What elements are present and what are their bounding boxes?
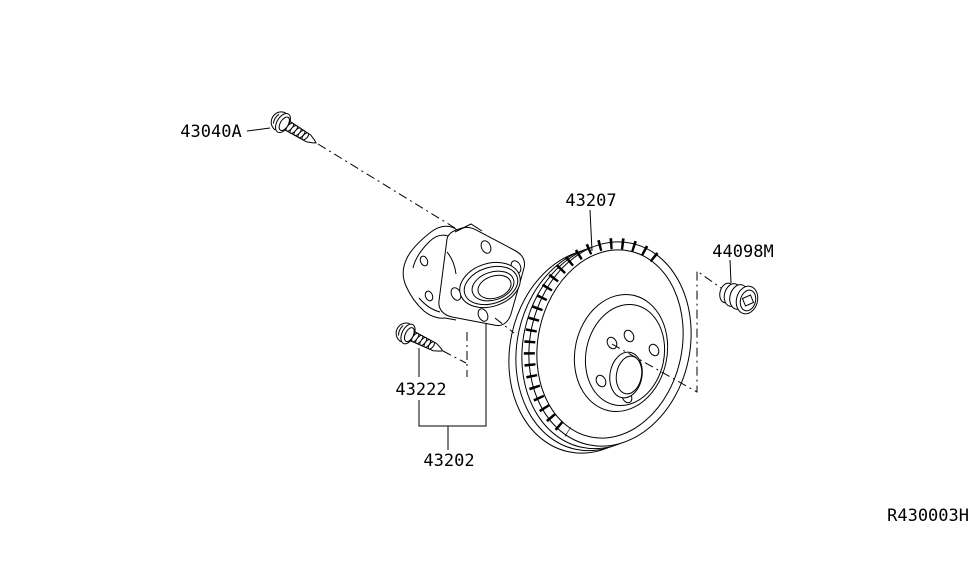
hub-bearing-assembly-drawing bbox=[402, 223, 525, 326]
witness-lines bbox=[317, 143, 722, 393]
callout-lines bbox=[246, 127, 732, 450]
callout-label-grease-cap[interactable]: 44098M bbox=[712, 242, 773, 262]
brake-rotor-drawing bbox=[508, 238, 692, 454]
leader-rotor bbox=[589, 209, 593, 252]
witness-line-bolt-upper bbox=[317, 143, 456, 229]
hub-bolt-lower-drawing bbox=[392, 318, 448, 361]
callout-label-hub-assembly[interactable]: 43202 bbox=[423, 451, 474, 471]
bracket-hub-assembly bbox=[418, 324, 487, 450]
witness-line-grease-cap bbox=[611, 270, 722, 393]
callout-label-rotor[interactable]: 43207 bbox=[565, 191, 616, 211]
witness-line-bolt-lower bbox=[442, 332, 468, 377]
grease-cap-drawing bbox=[719, 282, 759, 315]
leader-grease-cap bbox=[729, 259, 732, 284]
callout-label-bolt-upper[interactable]: 43040A bbox=[180, 122, 241, 142]
diagram-reference-code: R430003H bbox=[887, 506, 969, 526]
hub-bolt-upper-drawing bbox=[266, 107, 322, 153]
callout-label-bolt-lower[interactable]: 43222 bbox=[395, 380, 446, 400]
leader-bolt-upper bbox=[246, 127, 271, 132]
hub-bore bbox=[471, 270, 515, 302]
grease-cap-slot bbox=[741, 294, 755, 307]
witness-line-hub-axis bbox=[494, 317, 515, 334]
